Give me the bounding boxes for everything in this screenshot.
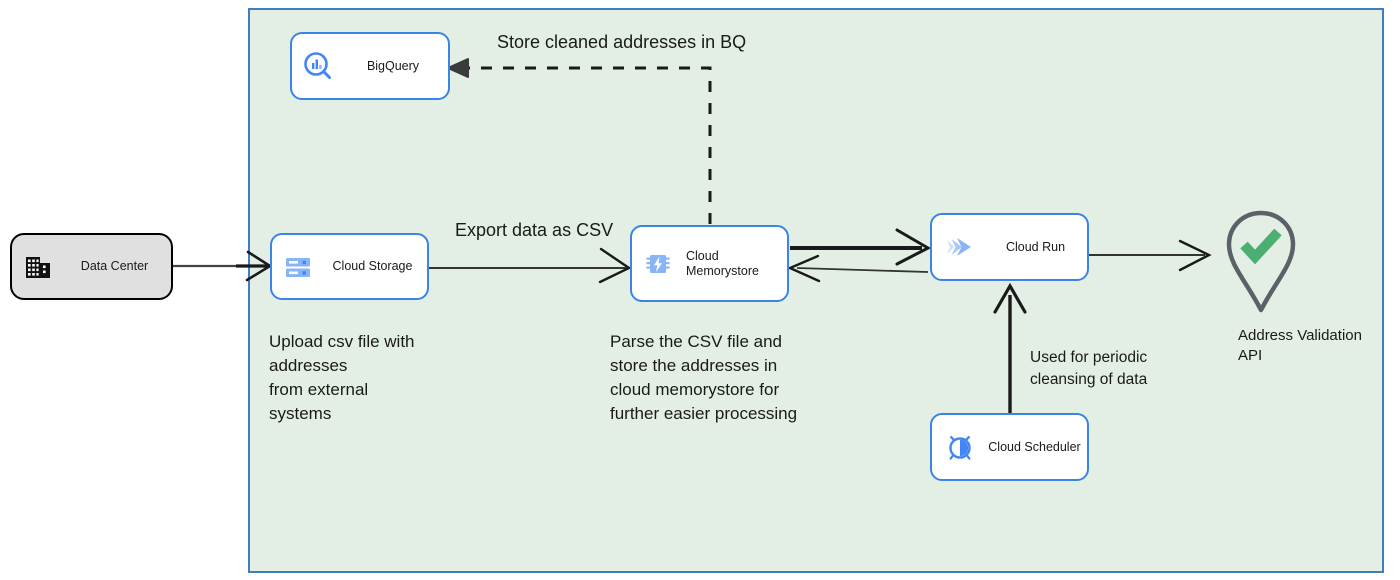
cloud-storage-icon	[272, 252, 324, 282]
data-center-icon	[12, 252, 64, 282]
node-cloud-run[interactable]: Cloud Run	[930, 213, 1089, 281]
gcp-project-boundary	[248, 8, 1384, 573]
edge-label-store-cleaned-bq: Store cleaned addresses in BQ	[497, 32, 747, 52]
node-data-center[interactable]: Data Center	[10, 233, 173, 300]
cloud-run-icon	[932, 232, 990, 262]
caption-parse-csv: Parse the CSV file and store the address…	[610, 332, 798, 424]
node-cloud-scheduler[interactable]: Cloud Scheduler	[930, 413, 1089, 481]
node-label-cloud-storage: Cloud Storage	[332, 259, 413, 274]
node-label-bigquery: BigQuery	[366, 58, 420, 73]
cloud-scheduler-icon	[932, 432, 988, 462]
node-label-data-center: Data Center	[80, 259, 149, 274]
node-bigquery[interactable]: BigQuery	[290, 32, 450, 100]
caption-upload-csv: Upload csv file with addresses from exte…	[269, 332, 415, 424]
address-validation-api-pin	[1220, 207, 1302, 317]
edge-label-export-csv: Export data as CSV	[455, 220, 614, 240]
cloud-memorystore-icon	[632, 249, 684, 279]
node-label-cloud-memorystore: Cloud Memorystore	[686, 248, 759, 278]
bigquery-icon	[292, 51, 344, 81]
node-cloud-memorystore[interactable]: Cloud Memorystore	[630, 225, 789, 302]
node-cloud-storage[interactable]: Cloud Storage	[270, 233, 429, 300]
node-label-cloud-run: Cloud Run	[1005, 239, 1066, 254]
edge-label-periodic-cleansing: Used for periodic cleansing of data	[1030, 349, 1148, 388]
address-validation-api-label: Address Validation API	[1238, 327, 1362, 365]
node-label-cloud-scheduler: Cloud Scheduler	[988, 439, 1081, 454]
